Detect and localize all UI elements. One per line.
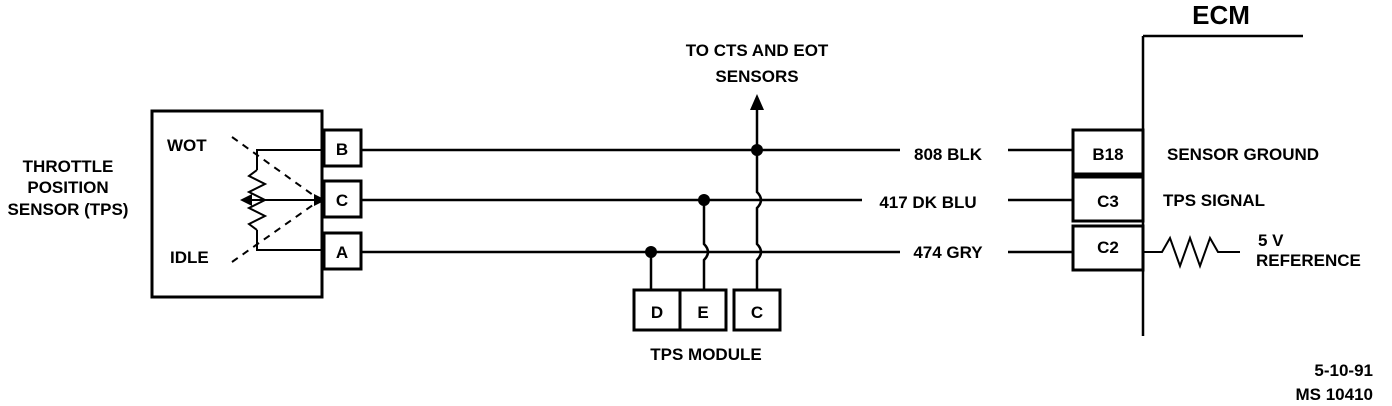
wire-474-label: 474 GRY: [913, 243, 983, 262]
wire-808-label: 808 BLK: [914, 145, 983, 164]
footer-ref: MS 10410: [1296, 385, 1374, 404]
tps-module-pin-d-label: D: [651, 303, 663, 322]
drop-to-module-c: [755, 150, 763, 290]
wires: 808 BLK 417 DK BLU 474 GRY TO CTS AND EO…: [361, 41, 1073, 290]
tps-pin-a-box: [322, 231, 363, 271]
ecm-function-sensor-ground: SENSOR GROUND: [1167, 145, 1319, 164]
tps-sensor-label-line1: THROTTLE: [23, 157, 114, 176]
tps-pin-c-label: C: [336, 191, 348, 210]
tps-pin-b-label: B: [336, 140, 348, 159]
ecm-title: ECM: [1192, 0, 1250, 30]
branch-label-line2: SENSORS: [715, 67, 798, 86]
ecm-function-tps-signal: TPS SIGNAL: [1163, 191, 1265, 210]
tps-sensor-label-line3: SENSOR (TPS): [8, 200, 129, 219]
branch-arrow-up-icon: [750, 94, 764, 110]
drop-to-module-e: [702, 200, 710, 290]
wot-travel-line: [231, 136, 321, 201]
wiper-arrow-right-icon: [314, 194, 326, 206]
ecm-pin-c3-label: C3: [1097, 192, 1119, 211]
ecm-pin-c2-label: C2: [1097, 238, 1119, 257]
wire-417-label: 417 DK BLU: [879, 193, 976, 212]
tps-module: D E C TPS MODULE: [632, 288, 782, 364]
tps-module-pin-e-box: [678, 288, 728, 332]
pot-top-lead: [256, 149, 324, 170]
tps-pin-b-box: [322, 128, 363, 168]
ecm-pin-b18-box: [1071, 128, 1145, 176]
tps-module-pin-c-label: C: [751, 303, 763, 322]
ecm-function-5v: 5 V: [1258, 231, 1284, 250]
tps-pin-a-label: A: [336, 243, 348, 262]
tps-module-label: TPS MODULE: [650, 345, 761, 364]
ecm-pin-b18-label: B18: [1092, 145, 1123, 164]
tps-sensor-label-line2: POSITION: [27, 178, 108, 197]
wiper-arrow-left-icon: [240, 194, 252, 206]
wot-label: WOT: [167, 136, 207, 155]
idle-travel-line: [231, 199, 321, 263]
tps-sensor: THROTTLE POSITION SENSOR (TPS) WOT IDLE …: [8, 109, 363, 299]
footer-date: 5-10-91: [1314, 361, 1373, 380]
ecm-pin-c2-box: [1071, 224, 1145, 272]
ecm-boundary: ECM: [1141, 0, 1303, 336]
ecm-pin-c3-box: [1071, 175, 1145, 223]
idle-label: IDLE: [170, 248, 209, 267]
branch-label-line1: TO CTS AND EOT: [686, 41, 829, 60]
ecm-pins: B18 SENSOR GROUND C3 TPS SIGNAL C2 5 V R…: [1071, 128, 1361, 272]
tps-module-pin-c-box: [732, 288, 782, 332]
ecm-function-reference: REFERENCE: [1256, 251, 1361, 270]
tps-module-pin-e-label: E: [697, 303, 708, 322]
reference-resistor-icon: [1143, 235, 1240, 269]
pot-bottom-lead: [256, 230, 324, 251]
tps-sensor-body: [150, 109, 324, 299]
